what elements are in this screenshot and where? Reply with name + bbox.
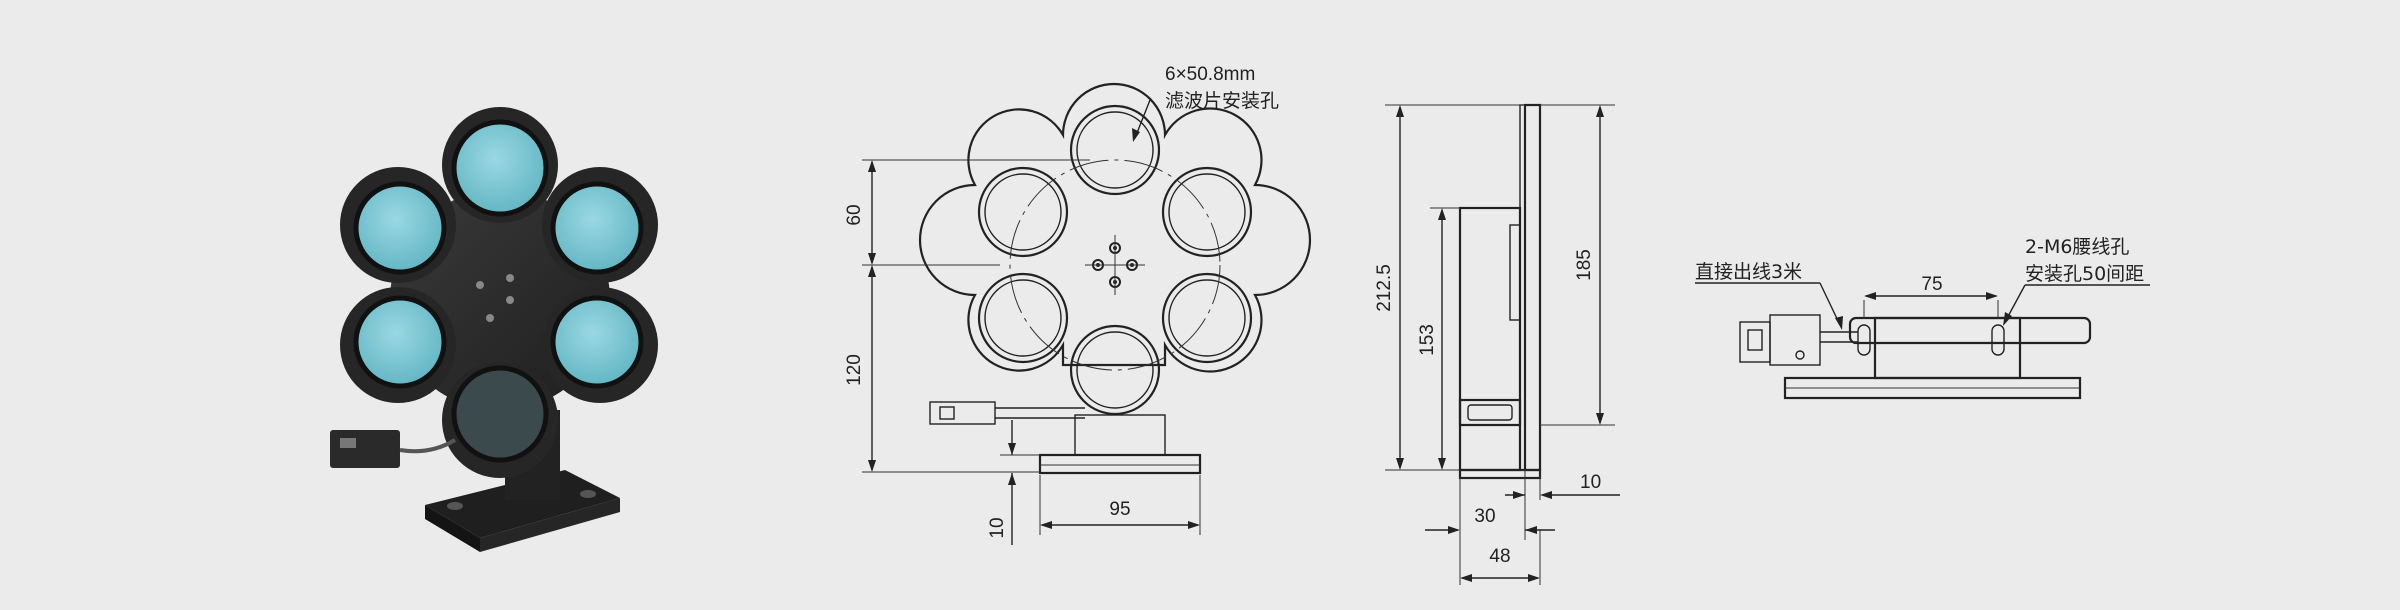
top-slot-right (1991, 324, 2005, 356)
dim-slot-span: 75 (1921, 274, 1942, 295)
dim-body-height: 153 (1417, 324, 1438, 356)
dim-plate-thickness: 10 (1580, 472, 1601, 493)
side-dimensions (1385, 104, 1620, 585)
dim-lower: 120 (844, 354, 865, 386)
spacing-note: 安装孔50间距 (2025, 263, 2144, 285)
dim-total-height: 212.5 (1374, 264, 1395, 312)
side-base (1458, 468, 1542, 480)
dim-base-width: 95 (1109, 499, 1130, 520)
slot-note: 2-M6腰线孔 (2025, 236, 2129, 258)
side-body (1458, 206, 1522, 472)
filter-spec-label: 6×50.8mm (1165, 64, 1255, 85)
front-center-screws (1085, 235, 1145, 295)
front-connector (929, 401, 1085, 425)
front-filter-holes (977, 104, 1253, 416)
top-slotted-base (1848, 316, 2092, 345)
cable-note: 直接出线3米 (1695, 261, 1802, 283)
top-connector (1739, 314, 1858, 366)
front-wheel-outline (918, 82, 1312, 373)
filter-hole-label: 滤波片安装孔 (1165, 90, 1279, 112)
front-dimensions (862, 99, 1201, 545)
front-base (1038, 414, 1202, 475)
dim-upper: 60 (844, 204, 865, 225)
top-dimensions (1695, 282, 2150, 330)
product-photo (330, 107, 658, 552)
side-plate (1523, 103, 1542, 472)
side-db9-connector (1458, 398, 1522, 427)
top-slot-left (1857, 324, 1871, 356)
side-view: 212.5 153 185 10 30 48 (1374, 103, 1620, 585)
top-body (1873, 316, 2022, 380)
photo-connector (330, 430, 457, 468)
dim-base-thickness: 10 (987, 517, 1008, 538)
photo-filters (353, 119, 644, 463)
dim-body-depth: 30 (1474, 506, 1495, 527)
dim-plate-height: 185 (1574, 249, 1595, 281)
front-view: 6×50.8mm 滤波片安装孔 60 120 10 95 (844, 64, 1312, 545)
top-view: 直接出线3米 2-M6腰线孔 安装孔50间距 75 (1695, 236, 2150, 400)
dim-total-depth: 48 (1489, 546, 1510, 567)
